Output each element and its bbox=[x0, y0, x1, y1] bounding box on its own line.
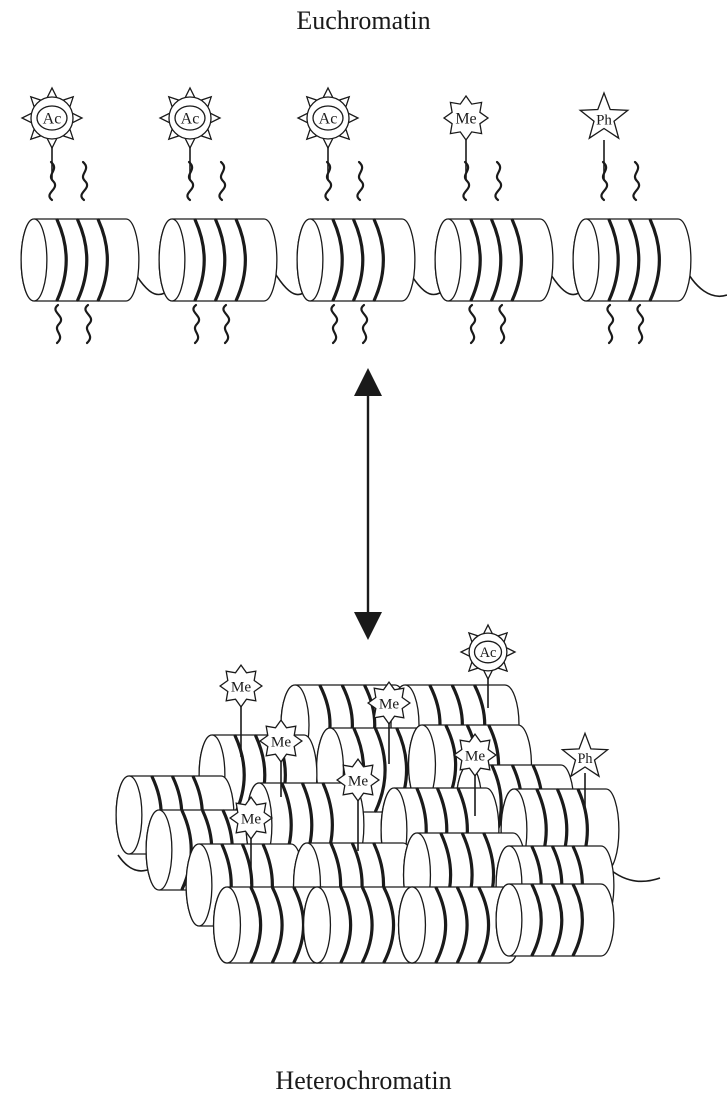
mark-label: Me bbox=[465, 747, 486, 764]
histone-tail bbox=[331, 305, 337, 343]
histone-tail bbox=[85, 305, 91, 343]
methyl-mark: Me bbox=[444, 96, 488, 140]
mark-label: Ac bbox=[43, 111, 62, 128]
histone-tail bbox=[637, 305, 643, 343]
mark-label: Me bbox=[271, 733, 292, 750]
methyl-mark: Me bbox=[230, 797, 272, 839]
histone-tail bbox=[223, 305, 229, 343]
methyl-mark: Me bbox=[337, 759, 379, 801]
histone-tail bbox=[469, 305, 475, 343]
acetyl-mark: Ac bbox=[22, 88, 82, 148]
mark-label: Ac bbox=[480, 645, 497, 661]
euchromatin-nucleosome: Ac bbox=[297, 88, 415, 343]
mark-label: Ac bbox=[319, 111, 338, 128]
mark-label: Me bbox=[455, 111, 476, 128]
acetyl-mark: Ac bbox=[461, 625, 515, 679]
histone-tail bbox=[219, 162, 225, 200]
histone-tail bbox=[495, 162, 501, 200]
heterochromatin-nucleosome-cluster bbox=[116, 685, 619, 963]
histone-tail bbox=[607, 305, 613, 343]
histone-tail bbox=[361, 305, 367, 343]
methyl-mark: Me bbox=[260, 720, 302, 762]
mark-label: Me bbox=[348, 772, 369, 789]
mark-label: Ac bbox=[181, 111, 200, 128]
nucleosome-core bbox=[573, 219, 691, 301]
histone-tail bbox=[55, 305, 61, 343]
histone-tail bbox=[81, 162, 87, 200]
histone-tail bbox=[633, 162, 639, 200]
nucleosome-core bbox=[435, 219, 553, 301]
methyl-mark: Me bbox=[368, 682, 410, 724]
mark-label: Me bbox=[231, 678, 252, 695]
euchromatin-nucleosome: Ac bbox=[159, 88, 277, 343]
nucleosome-core bbox=[21, 219, 139, 301]
euchromatin-nucleosome: Me bbox=[435, 96, 553, 343]
nucleosome-core bbox=[297, 219, 415, 301]
histone-tail bbox=[357, 162, 363, 200]
bidirectional-arrow bbox=[354, 368, 382, 640]
phospho-mark: Ph bbox=[562, 733, 607, 776]
histone-tail bbox=[499, 305, 505, 343]
nucleosome-core bbox=[159, 219, 277, 301]
acetyl-mark: Ac bbox=[298, 88, 358, 148]
methyl-mark: Me bbox=[454, 734, 496, 776]
euchromatin-nucleosome: Ph bbox=[573, 93, 691, 343]
mark-label: Ph bbox=[577, 751, 592, 767]
histone-tail bbox=[193, 305, 199, 343]
mark-label: Me bbox=[241, 810, 262, 827]
euchromatin-nucleosome: Ac bbox=[21, 88, 139, 343]
phospho-mark: Ph bbox=[580, 93, 628, 138]
arrow-head-up bbox=[354, 368, 382, 396]
methyl-mark: Me bbox=[220, 665, 262, 707]
mark-label: Me bbox=[379, 695, 400, 712]
heterochromatin-nucleosome bbox=[496, 884, 614, 956]
arrow-head-down bbox=[354, 612, 382, 640]
acetyl-mark: Ac bbox=[160, 88, 220, 148]
mark-label: Ph bbox=[596, 112, 612, 128]
euchromatin-nucleosomes: Ac Ac Ac Me Ph bbox=[21, 88, 691, 343]
